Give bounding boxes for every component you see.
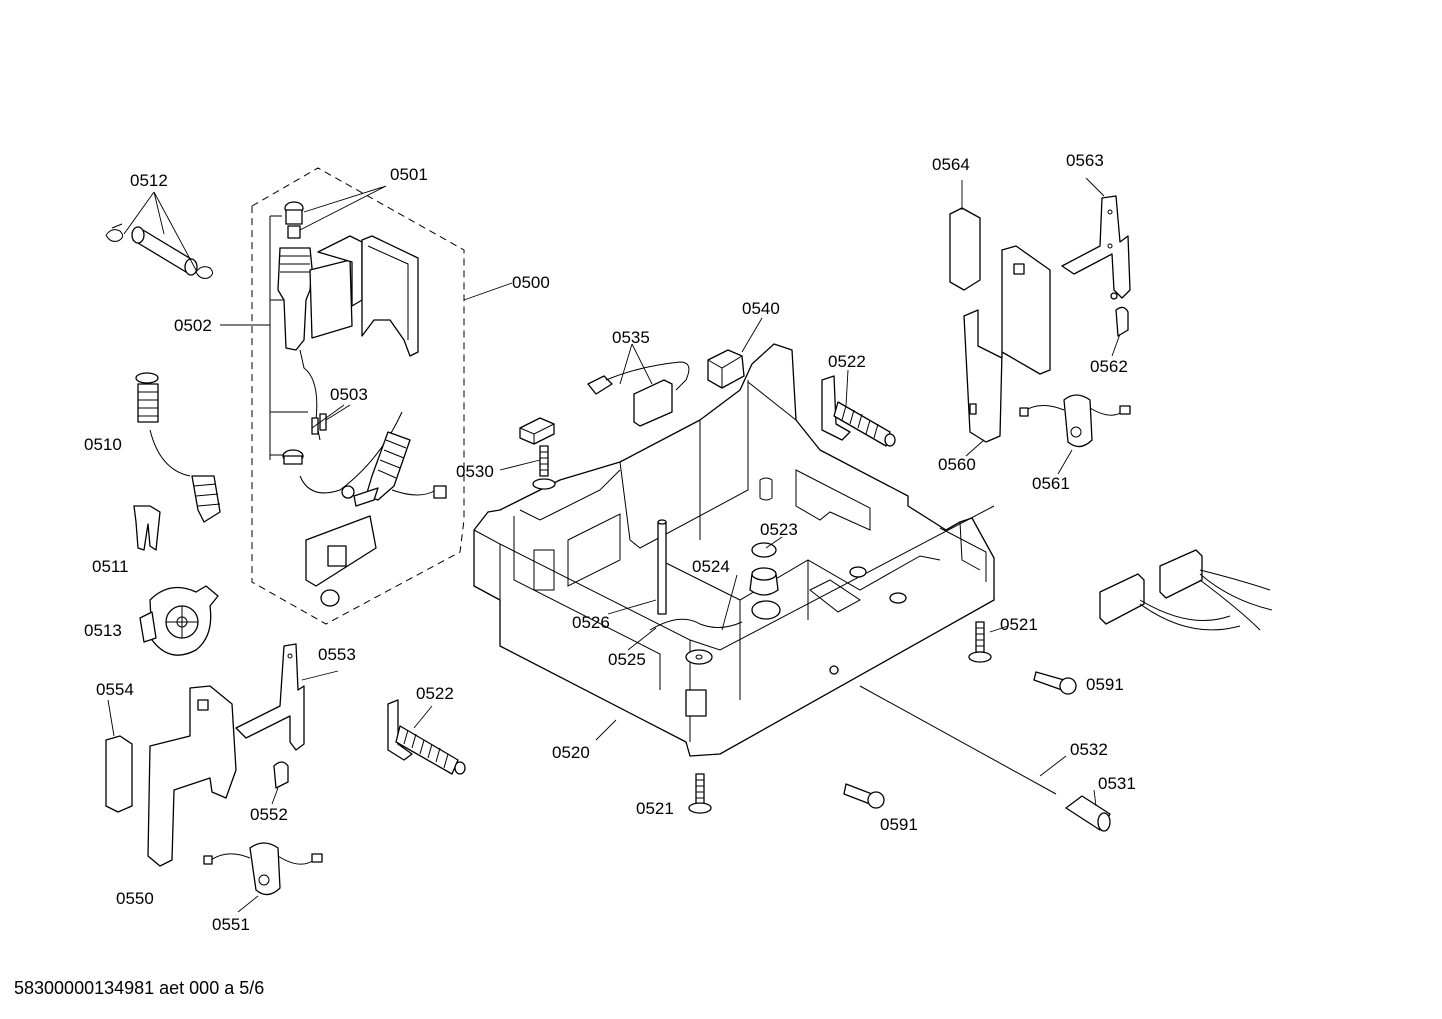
label-0551: 0551 — [212, 915, 250, 934]
label-0530: 0530 — [456, 462, 494, 481]
label-0513: 0513 — [84, 621, 122, 640]
assembly-0500-outline — [251, 167, 465, 625]
label-0562: 0562 — [1090, 357, 1128, 376]
label-0521-lower: 0521 — [636, 799, 674, 818]
callout-labels: 0512 0501 0500 0502 0503 0510 0511 0513 … — [84, 151, 1136, 934]
label-0552: 0552 — [250, 805, 288, 824]
part-0591-bolt-right — [1033, 671, 1077, 695]
part-0551-sensor — [203, 842, 323, 896]
part-0554-cover — [105, 735, 133, 813]
wiring-harness — [1099, 549, 1273, 631]
part-0522-spring-upper — [821, 375, 896, 447]
label-0563: 0563 — [1066, 151, 1104, 170]
part-0500-drain-hose — [299, 411, 447, 607]
part-0560-bracket — [963, 245, 1051, 443]
leader-lines — [107, 177, 1121, 913]
label-0591-lower: 0591 — [880, 815, 918, 834]
part-0500-valve-assembly — [277, 201, 419, 465]
label-0502: 0502 — [174, 316, 212, 335]
part-0564-cover — [949, 207, 981, 291]
label-0560: 0560 — [938, 455, 976, 474]
part-0521-foot-lower — [688, 773, 712, 814]
part-0552-clip — [273, 761, 289, 789]
label-0501: 0501 — [390, 165, 428, 184]
label-0523: 0523 — [760, 520, 798, 539]
label-0503: 0503 — [330, 385, 368, 404]
leader-bracket-0502 — [269, 215, 308, 460]
document-footer-id: 58300000134981 aet 000 a 5/6 — [14, 978, 265, 998]
label-0532: 0532 — [1070, 740, 1108, 759]
label-0553: 0553 — [318, 645, 356, 664]
part-0521-foot-right — [968, 621, 992, 663]
label-0520: 0520 — [552, 743, 590, 762]
label-0526: 0526 — [572, 613, 610, 632]
label-0522-upper: 0522 — [828, 352, 866, 371]
label-0510: 0510 — [84, 435, 122, 454]
part-0550-bracket — [147, 685, 237, 867]
part-0520-base-tub — [473, 343, 995, 757]
part-0561-sensor — [1019, 394, 1131, 448]
part-0513-pump — [139, 585, 219, 656]
part-0532-rod — [859, 685, 1057, 795]
part-0511-clip — [133, 505, 161, 551]
part-0512-hose — [105, 223, 214, 279]
label-0540: 0540 — [742, 299, 780, 318]
part-0510-hose — [135, 372, 221, 523]
part-0591-bolt-lower — [843, 783, 885, 809]
part-0522-spring-lower — [387, 699, 466, 775]
label-0511: 0511 — [92, 557, 129, 576]
part-0553-bracket — [235, 643, 305, 751]
part-0531-cap — [1065, 795, 1111, 832]
label-0550: 0550 — [116, 889, 154, 908]
label-0525: 0525 — [608, 650, 646, 669]
label-0535: 0535 — [612, 328, 650, 347]
label-0554: 0554 — [96, 680, 134, 699]
part-0530-screw — [519, 417, 556, 490]
label-0531: 0531 — [1098, 774, 1136, 793]
label-0591-right: 0591 — [1086, 675, 1124, 694]
label-0561: 0561 — [1032, 474, 1070, 493]
part-0535-cable — [587, 361, 690, 427]
part-0562-clip — [1115, 306, 1129, 337]
label-0522-lower: 0522 — [416, 684, 454, 703]
part-0563-bracket — [1061, 195, 1131, 300]
label-0521-right: 0521 — [1000, 615, 1038, 634]
label-0524: 0524 — [692, 557, 730, 576]
label-0564: 0564 — [932, 155, 970, 174]
part-0540-connector — [707, 349, 745, 389]
label-0512: 0512 — [130, 171, 168, 190]
label-0500: 0500 — [512, 273, 550, 292]
